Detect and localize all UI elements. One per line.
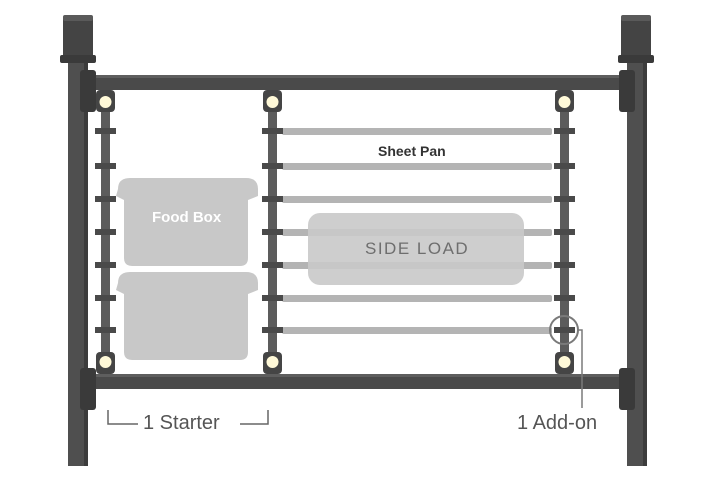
starter-bracket (107, 410, 269, 425)
left-post-cap (60, 15, 96, 63)
left-post (68, 58, 87, 466)
right-post (627, 58, 646, 466)
light-fittings (96, 90, 574, 374)
side-load-badge (308, 213, 524, 285)
right-post-cap (618, 15, 654, 63)
add-on-callout (549, 315, 583, 408)
rail-brackets (95, 128, 575, 333)
bottom-beam (88, 374, 628, 389)
food-box-bottom (116, 272, 258, 360)
add-on-caption: 1 Add-on (517, 412, 598, 434)
food-box-top (116, 178, 258, 266)
top-beam (88, 75, 628, 90)
sheet-pan-label: Sheet Pan (378, 143, 446, 159)
side-load-label: SIDE LOAD (365, 239, 470, 258)
food-box-label: Food Box (152, 209, 222, 226)
starter-caption: 1 Starter (143, 412, 220, 434)
